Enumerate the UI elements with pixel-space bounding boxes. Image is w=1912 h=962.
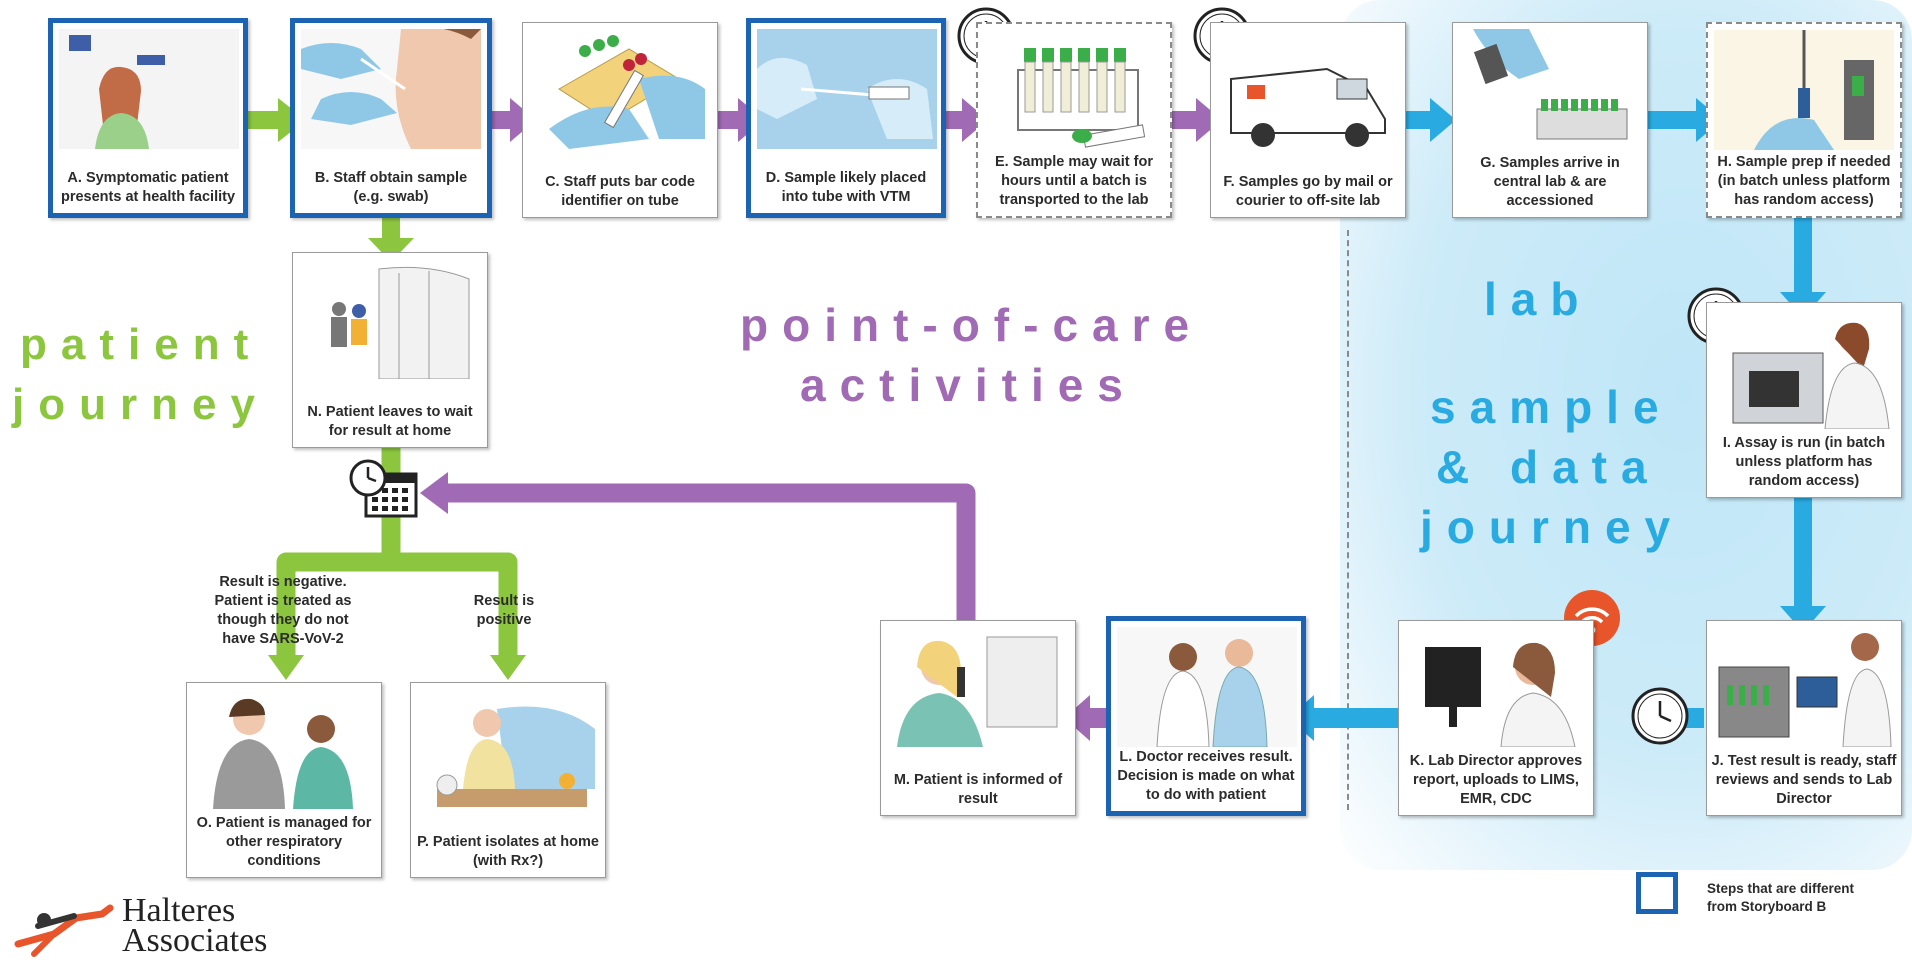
step-card-b: B. Staff obtain sample (e.g. swab): [290, 18, 492, 218]
step-card-c: C. Staff puts bar code identifier on tub…: [522, 22, 718, 218]
step-card-g: G. Samples arrive in central lab & are a…: [1452, 22, 1648, 218]
step-label-b: B. Staff obtain sample (e.g. swab): [314, 170, 468, 205]
step-label-e: E. Sample may wait for hours until a bat…: [995, 154, 1153, 208]
step-card-f: F. Samples go by mail or courier to off-…: [1210, 22, 1406, 218]
step-label-g: G. Samples arrive in central lab & are a…: [1480, 155, 1620, 209]
step-card-o: O. Patient is managed for other respirat…: [186, 682, 382, 878]
poc-label-1: point-of-care: [740, 299, 1204, 351]
illustration-patient-leaves: [299, 259, 479, 379]
arrow-to-o: [268, 655, 304, 680]
patient-journey-label-2: journey: [12, 380, 269, 429]
lab-label-1: lab: [1484, 273, 1593, 325]
illustration-courier-van: [1217, 29, 1397, 149]
logo-line-1: Halteres: [122, 892, 236, 929]
illustration-barcode-tube: [529, 29, 709, 149]
poc-label-2: activities: [800, 359, 1137, 411]
illustration-sample-prep: [1714, 30, 1894, 150]
runner-logo-icon: [14, 904, 114, 957]
arrow-g-h: [1648, 98, 1722, 142]
step-card-j: J. Test result is ready, staff reviews a…: [1706, 620, 1902, 816]
step-label-l: L. Doctor receives result. Decision is m…: [1117, 749, 1295, 803]
lab-label-3: & data: [1436, 441, 1661, 493]
arrow-l-m: [1064, 695, 1106, 741]
illustration-tube-rack: [984, 30, 1164, 150]
illustration-respiratory-care: [193, 689, 373, 809]
arrow-i-j: [1780, 498, 1826, 632]
lab-label-4: journey: [1420, 501, 1685, 553]
step-card-k: K. Lab Director approves report, uploads…: [1398, 620, 1594, 816]
arrow-to-p: [490, 655, 526, 680]
illustration-accessioning: [1459, 29, 1639, 149]
step-card-l: L. Doctor receives result. Decision is m…: [1106, 616, 1306, 816]
branch-label-negative: Result is negative. Patient is treated a…: [214, 574, 352, 647]
patient-journey-label-1: patient: [20, 320, 263, 369]
illustration-test-result: [1713, 627, 1893, 747]
step-card-i: I. Assay is run (in batch unless platfor…: [1706, 302, 1902, 498]
illustration-patient-informed: [887, 627, 1067, 747]
illustration-doctor-result: [1117, 627, 1297, 747]
arrow-h-i: [1780, 218, 1826, 318]
step-card-n: N. Patient leaves to wait for result at …: [292, 252, 488, 448]
branch-label-positive: Result is positive: [473, 593, 535, 628]
illustration-symptomatic-patient: [59, 29, 239, 149]
arrow-m-loop: [446, 483, 976, 620]
arrow-d-e: [944, 98, 988, 142]
arrow-b-c: [490, 98, 536, 142]
logo-line-2: Associates: [122, 922, 268, 959]
step-label-h: H. Sample prep if needed (in batch unles…: [1717, 154, 1891, 208]
step-label-n: N. Patient leaves to wait for result at …: [307, 404, 473, 439]
lab-label-2: sample: [1430, 381, 1673, 433]
step-label-a: A. Symptomatic patient presents at healt…: [60, 170, 236, 205]
legend-text: Steps that are different from Storyboard…: [1707, 881, 1855, 914]
step-label-m: M. Patient is informed of result: [893, 772, 1063, 807]
arrow-k-l: [1288, 695, 1398, 741]
step-label-o: O. Patient is managed for other respirat…: [196, 815, 372, 869]
step-card-m: M. Patient is informed of result: [880, 620, 1076, 816]
step-card-d: D. Sample likely placed into tube with V…: [746, 18, 946, 218]
step-label-f: F. Samples go by mail or courier to off-…: [1223, 174, 1393, 209]
illustration-vtm-tube: [757, 29, 937, 149]
arrow-loop-head: [420, 472, 448, 514]
clock-icon-j: [1631, 687, 1689, 745]
company-logo-text: Halteres Associates: [122, 892, 268, 959]
illustration-swab-sample: [301, 29, 481, 149]
arrow-b-n: [368, 218, 414, 262]
illustration-lab-director: [1405, 627, 1585, 747]
arrow-f-g: [1404, 98, 1456, 142]
illustration-assay-run: [1713, 309, 1893, 429]
zone-divider: [1347, 230, 1349, 810]
arrow-e-f: [1170, 98, 1222, 142]
step-label-c: C. Staff puts bar code identifier on tub…: [545, 174, 695, 209]
step-card-e: E. Sample may wait for hours until a bat…: [976, 22, 1172, 218]
step-label-i: I. Assay is run (in batch unless platfor…: [1722, 435, 1886, 489]
step-label-d: D. Sample likely placed into tube with V…: [765, 170, 927, 205]
step-label-k: K. Lab Director approves report, uploads…: [1409, 753, 1583, 807]
calendar-clock-icon: [349, 459, 418, 518]
step-card-a: A. Symptomatic patient presents at healt…: [48, 18, 248, 218]
step-card-p: P. Patient isolates at home (with Rx?): [410, 682, 606, 878]
step-card-h: H. Sample prep if needed (in batch unles…: [1706, 22, 1902, 218]
arrow-c-d: [718, 98, 764, 142]
step-label-p: P. Patient isolates at home (with Rx?): [417, 834, 599, 869]
illustration-home-isolation: [417, 689, 597, 809]
legend-swatch: [1636, 872, 1678, 914]
step-label-j: J. Test result is ready, staff reviews a…: [1711, 753, 1897, 807]
